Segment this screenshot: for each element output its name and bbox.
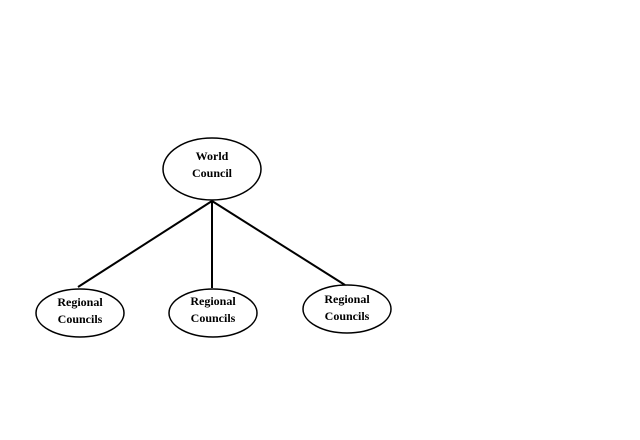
regional-council-label-3: Regional Councils (317, 291, 377, 325)
regional-council-node-1 (35, 288, 125, 338)
regional-council-label-1: Regional Councils (50, 294, 110, 328)
regional-council-node-3 (302, 284, 392, 334)
label-line: Councils (190, 311, 236, 325)
label-line: Regional (324, 292, 370, 306)
connector-left (77, 200, 213, 288)
world-council-node (162, 137, 262, 201)
regional-council-label-2: Regional Councils (183, 293, 243, 327)
world-council-label: World Council (182, 148, 242, 182)
regional-council-node-2 (168, 288, 258, 338)
label-line: Council (191, 166, 232, 180)
connector-right (211, 200, 346, 286)
label-line: Councils (324, 309, 370, 323)
label-line: Regional (57, 295, 103, 309)
label-line: Councils (57, 312, 103, 326)
label-line: Regional (190, 294, 236, 308)
label-line: World (195, 149, 229, 163)
